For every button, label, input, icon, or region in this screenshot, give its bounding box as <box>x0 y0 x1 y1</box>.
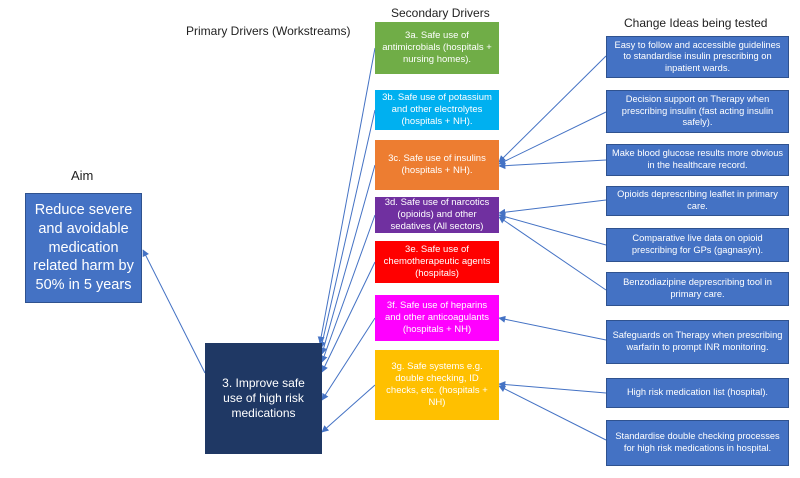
arrow-change6-to-3d <box>498 216 607 291</box>
arrow-change7-to-3f <box>498 315 607 341</box>
secondary-driver-3c: 3c. Safe use of insulins (hospitals + NH… <box>375 140 499 190</box>
change-idea-9: Standardise double checking processes fo… <box>606 420 789 466</box>
change-idea-2: Decision support on Therapy when prescri… <box>606 90 789 133</box>
arrow-change3-to-3c <box>498 159 607 170</box>
secondary-driver-3a: 3a. Safe use of antimicrobials (hospital… <box>375 22 499 74</box>
primary-drivers-header: Primary Drivers (Workstreams) <box>186 24 351 38</box>
change-idea-8: High risk medication list (hospital). <box>606 378 789 408</box>
change-idea-7: Safeguards on Therapy when prescribing w… <box>606 320 789 364</box>
arrow-change4-to-3d <box>498 199 607 216</box>
arrow-3e-to-primary <box>321 261 376 373</box>
secondary-driver-3d: 3d. Safe use of narcotics (opioids) and … <box>375 197 499 233</box>
primary-driver-box: 3. Improve safe use of high risk medicat… <box>205 343 322 454</box>
secondary-drivers-header: Secondary Drivers <box>391 6 490 20</box>
arrow-change8-to-3g <box>498 381 607 394</box>
arrow-3f-to-primary <box>321 317 376 401</box>
change-ideas-header: Change Ideas being tested <box>624 16 768 30</box>
arrow-3a-to-primary <box>317 47 376 344</box>
secondary-driver-3f: 3f. Safe use of heparins and other antic… <box>375 295 499 341</box>
arrow-change1-to-3c <box>498 55 607 163</box>
secondary-driver-3g: 3g. Safe systems e.g. double checking, I… <box>375 350 499 420</box>
change-idea-4: Opioids deprescribing leaflet in primary… <box>606 186 789 216</box>
secondary-driver-3e: 3e. Safe use of chemotherapeutic agents … <box>375 241 499 283</box>
arrow-change5-to-3d <box>498 213 607 246</box>
arrow-change2-to-3c <box>498 111 607 165</box>
change-idea-6: Benzodiazipine deprescribing tool in pri… <box>606 272 789 306</box>
change-idea-5: Comparative live data on opioid prescrib… <box>606 228 789 262</box>
arrow-3g-to-primary <box>321 384 376 433</box>
arrow-3b-to-primary <box>318 109 376 349</box>
aim-header: Aim <box>71 168 94 183</box>
arrow-3c-to-primary <box>320 164 376 355</box>
arrow-3d-to-primary <box>320 214 376 363</box>
arrow-change9-to-3g <box>498 385 607 441</box>
aim-box: Reduce severe and avoidable medication r… <box>25 193 142 303</box>
secondary-driver-3b: 3b. Safe use of potassium and other elec… <box>375 90 499 130</box>
arrow-primary-to-aim <box>142 249 206 374</box>
change-idea-1: Easy to follow and accessible guidelines… <box>606 36 789 78</box>
change-idea-3: Make blood glucose results more obvious … <box>606 144 789 176</box>
